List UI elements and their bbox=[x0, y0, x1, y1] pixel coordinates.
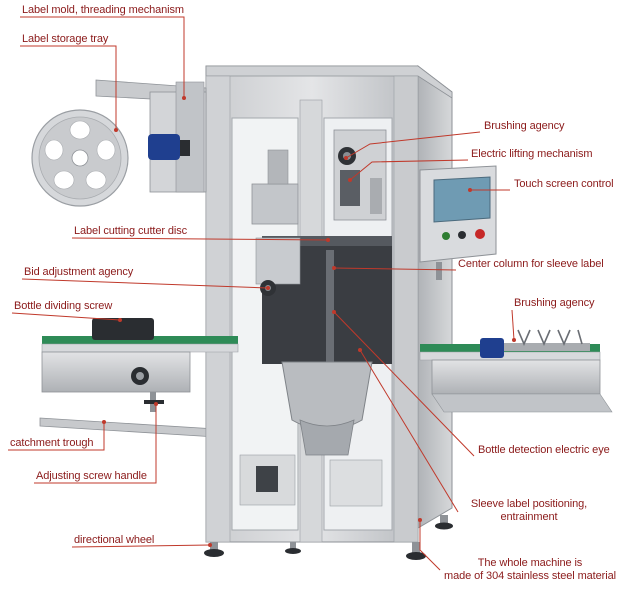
callout-electric-lifting: Electric lifting mechanism bbox=[471, 148, 593, 160]
callout-catchment: catchment trough bbox=[10, 437, 94, 449]
leader-bottle-eye-dot bbox=[332, 310, 336, 314]
leader-sleeve-positioning-dot bbox=[358, 348, 362, 352]
leader-cutter-disc-dot bbox=[326, 238, 330, 242]
leader-brushing-right bbox=[511, 309, 515, 341]
leader-adjust-handle bbox=[34, 404, 157, 484]
left-conveyor bbox=[41, 318, 239, 412]
leader-bottle-screw bbox=[11, 312, 121, 321]
label-storage-tray bbox=[31, 79, 207, 207]
leader-directional-wheel-dot bbox=[208, 543, 212, 547]
callout-stainless-line2: made of 304 stainless steel material bbox=[444, 570, 616, 582]
callout-bottle-screw: Bottle dividing screw bbox=[14, 300, 113, 312]
leader-center-column bbox=[333, 267, 457, 271]
callout-label-storage: Label storage tray bbox=[22, 33, 109, 45]
callout-sleeve-positioning-line2: entrainment bbox=[500, 511, 558, 523]
directional-wheels bbox=[204, 515, 453, 560]
callout-bottle-eye: Bottle detection electric eye bbox=[478, 444, 610, 456]
callout-leader-lines bbox=[8, 16, 516, 571]
leader-sleeve-positioning bbox=[359, 349, 459, 513]
callout-cutter-disc: Label cutting cutter disc bbox=[74, 225, 188, 237]
callout-brushing-top: Brushing agency bbox=[484, 120, 565, 132]
leader-bid-adjust-dot bbox=[266, 286, 270, 290]
callout-center-column: Center column for sleeve label bbox=[458, 258, 604, 270]
leader-brushing-top bbox=[345, 131, 481, 159]
upper-mechanism bbox=[251, 129, 387, 296]
leader-label-mold bbox=[20, 16, 185, 98]
callout-touch-screen: Touch screen control bbox=[514, 178, 614, 190]
leader-label-mold-dot bbox=[182, 96, 186, 100]
callout-bid-adjust: Bid adjustment agency bbox=[24, 266, 134, 278]
leader-adjust-handle-dot bbox=[154, 402, 158, 406]
leader-stainless-steel-dot bbox=[418, 518, 422, 522]
callout-adjust-handle: Adjusting screw handle bbox=[36, 470, 147, 482]
leader-directional-wheel bbox=[71, 544, 211, 548]
right-conveyor bbox=[419, 329, 613, 413]
callout-sleeve-positioning-line1: Sleeve label positioning, bbox=[470, 498, 588, 510]
leader-brushing-right-dot bbox=[512, 338, 516, 342]
callout-label-mold: Label mold, threading mechanism bbox=[22, 4, 184, 16]
leader-electric-lifting-dot bbox=[348, 178, 352, 182]
leader-bid-adjust bbox=[21, 278, 269, 289]
leader-cutter-disc bbox=[71, 237, 329, 241]
catchment-trough bbox=[39, 417, 233, 439]
callout-directional-wheel: directional wheel bbox=[74, 534, 155, 546]
callout-sleeve-positioning: Sleeve label positioning, entrainment bbox=[460, 498, 598, 524]
leader-label-storage bbox=[20, 45, 117, 130]
leader-stainless-steel bbox=[419, 520, 441, 571]
callout-brushing-right: Brushing agency bbox=[514, 297, 595, 309]
leader-center-column-dot bbox=[332, 266, 336, 270]
leader-catchment bbox=[8, 422, 105, 451]
leader-bottle-screw-dot bbox=[118, 318, 122, 322]
callout-stainless-steel: The whole machine is made of 304 stainle… bbox=[430, 557, 630, 583]
leader-bottle-eye bbox=[333, 311, 475, 457]
leader-label-storage-dot bbox=[114, 128, 118, 132]
leader-electric-lifting bbox=[349, 159, 469, 181]
interior-chamber bbox=[239, 236, 392, 507]
callout-stainless-line1: The whole machine is bbox=[477, 557, 583, 569]
leader-brushing-top-dot bbox=[344, 156, 348, 160]
leader-catchment-dot bbox=[102, 420, 106, 424]
leader-touch-screen-dot bbox=[468, 188, 472, 192]
